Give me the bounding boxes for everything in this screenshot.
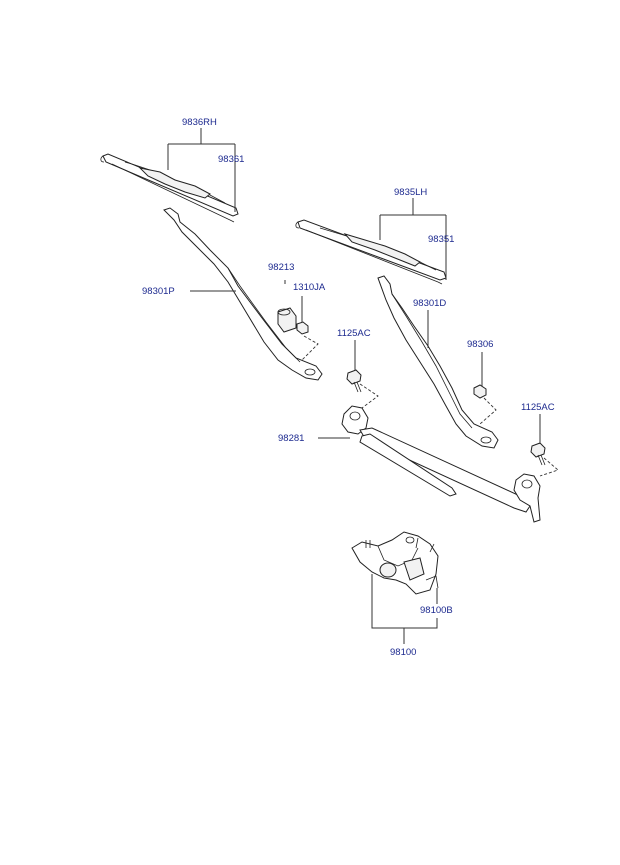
lh-wiper-blade[interactable]: [295, 219, 447, 285]
nut-lh[interactable]: [473, 384, 487, 399]
label-lh-blade-assy: 9835LH: [394, 187, 427, 198]
label-lh-arm: 98301D: [413, 298, 446, 309]
lh-wiper-arm[interactable]: [377, 275, 499, 449]
nut-rh[interactable]: [296, 321, 309, 335]
label-bolt-right: 1125AC: [521, 402, 555, 413]
part-labels: 9836RH 98361 9835LH 98351 98301P 98213 1…: [142, 117, 555, 658]
wiper-motor[interactable]: [351, 531, 439, 595]
bolt-center[interactable]: [346, 369, 362, 393]
label-bolt-center: 1125AC: [337, 328, 371, 339]
label-nut-lh: 98306: [467, 339, 493, 350]
label-nut-rh: 1310JA: [293, 282, 326, 293]
label-linkage: 98281: [278, 433, 304, 444]
label-motor-assy: 98100: [390, 647, 416, 658]
label-rh-blade-assy: 9836RH: [182, 117, 217, 128]
rh-wiper-blade[interactable]: [100, 153, 239, 223]
label-motor-bracket: 98100B: [420, 605, 453, 616]
label-cap: 98213: [268, 262, 294, 273]
label-lh-blade-refill: 98351: [428, 234, 454, 245]
label-rh-arm: 98301P: [142, 286, 175, 297]
bolt-right[interactable]: [530, 442, 546, 466]
arm-cap[interactable]: [277, 307, 297, 333]
wiper-linkage[interactable]: [341, 405, 541, 523]
leader-lines: [167, 128, 559, 644]
rh-wiper-arm[interactable]: [163, 207, 323, 381]
label-rh-blade-refill: 98361: [218, 154, 244, 165]
